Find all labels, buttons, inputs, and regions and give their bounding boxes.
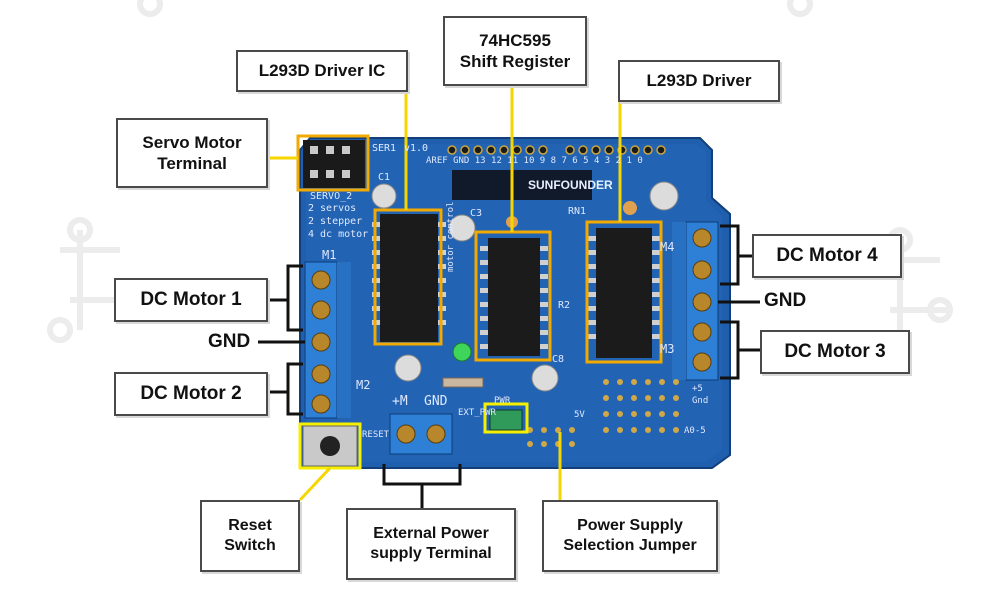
label-servo-line2: Terminal <box>157 154 227 173</box>
yellow-leader-lines <box>268 86 622 502</box>
servo-header-pins <box>303 140 365 188</box>
label-dc-motor-4: DC Motor 4 <box>752 234 902 278</box>
highlight-servo <box>296 134 370 192</box>
label-servo-line1: Servo Motor <box>142 132 242 152</box>
digital-header-pins <box>447 145 666 155</box>
highlight-jumper <box>483 402 529 434</box>
chip-74hc595 <box>480 238 548 356</box>
silk-servo2: SERVO_2 <box>310 191 353 202</box>
silk-plus-m: +M <box>392 394 408 409</box>
label-dc-motor-3-text: DC Motor 3 <box>784 341 886 363</box>
silk-rn1: RN1 <box>568 206 587 217</box>
chip-l293d-right <box>588 228 660 358</box>
label-dc-motor-3: DC Motor 3 <box>760 330 910 374</box>
silk-version: v1.0 <box>404 143 429 154</box>
analog-header-grid <box>527 379 679 447</box>
power-led <box>452 342 472 362</box>
resistor <box>442 377 484 388</box>
reset-switch-part <box>302 425 358 467</box>
silk-ext-pwr: EXT_PWR <box>458 408 496 418</box>
label-l293d-driver: L293D Driver <box>618 60 780 102</box>
label-external-power: External Power supply Terminal <box>346 508 516 580</box>
black-bracket-lines <box>258 224 760 508</box>
connector-strip <box>452 170 592 200</box>
label-power-jumper-line2: Selection Jumper <box>563 537 697 554</box>
silk-m2: M2 <box>356 378 371 392</box>
power-jumper-part <box>489 409 523 431</box>
silk-motor-control: motor control <box>446 201 456 272</box>
silk-m4: M4 <box>660 240 675 254</box>
silk-pwr: PWR <box>494 396 511 406</box>
label-l293d-driver-ic-text: L293D Driver IC <box>258 61 386 81</box>
silk-brand: SUNFOUNDER <box>528 178 613 192</box>
highlight-l293d-left <box>373 208 443 346</box>
label-external-power-line2: supply Terminal <box>370 545 492 562</box>
label-shift-register: 74HC595 Shift Register <box>443 16 587 86</box>
external-power-terminal <box>389 413 453 455</box>
terminal-block-right <box>672 221 719 381</box>
label-gnd-right: GND <box>764 290 807 311</box>
silk-c1: C1 <box>378 172 391 183</box>
label-reset-line1: Reset <box>228 517 272 534</box>
silk-m3: M3 <box>660 342 675 356</box>
label-gnd-left: GND <box>208 331 251 352</box>
silk-analog: A0-5 <box>684 426 706 436</box>
label-shift-register-line2: Shift Register <box>459 52 571 71</box>
silk-header-pins: AREF GND 13 12 11 10 9 8 7 6 5 4 3 2 1 0 <box>426 156 643 166</box>
capacitors <box>371 181 679 392</box>
silk-m1: M1 <box>322 248 337 262</box>
silk-servo-count: 2 servos <box>308 203 357 214</box>
label-dc-motor-2: DC Motor 2 <box>114 372 268 416</box>
chip-l293d-left <box>372 214 446 342</box>
label-dc-motor-2-text: DC Motor 2 <box>140 383 242 405</box>
label-dc-motor-4-text: DC Motor 4 <box>776 245 878 267</box>
label-reset-line2: Switch <box>224 537 276 554</box>
silk-plus5: +5 <box>692 384 703 394</box>
label-l293d-driver-ic: L293D Driver IC <box>236 50 408 92</box>
silk-voltage: 5V <box>574 410 585 420</box>
terminal-block-left <box>304 261 351 419</box>
silk-servo1: SER1 <box>372 143 397 154</box>
label-external-power-line1: External Power <box>373 525 489 542</box>
silk-dc-motor: 4 dc motor <box>308 229 369 240</box>
highlight-l293d-right <box>585 220 663 364</box>
label-power-jumper-line1: Power Supply <box>577 517 683 534</box>
silk-gnd-small: Gnd <box>692 396 709 406</box>
silk-r2: R2 <box>558 300 571 311</box>
label-power-jumper: Power Supply Selection Jumper <box>542 500 718 572</box>
label-dc-motor-1: DC Motor 1 <box>114 278 268 322</box>
silk-gnd: GND <box>424 394 448 409</box>
label-l293d-driver-text: L293D Driver <box>646 71 752 91</box>
label-shift-register-line1: 74HC595 <box>479 30 551 50</box>
label-dc-motor-1-text: DC Motor 1 <box>140 289 242 311</box>
silk-reset: RESET <box>362 430 390 440</box>
silk-stepper: 2 stepper <box>308 216 363 227</box>
silk-c8: C8 <box>552 354 565 365</box>
silk-c3: C3 <box>470 208 483 219</box>
label-reset-switch: Reset Switch <box>200 500 300 572</box>
label-servo-motor-terminal: Servo Motor Terminal <box>116 118 268 188</box>
